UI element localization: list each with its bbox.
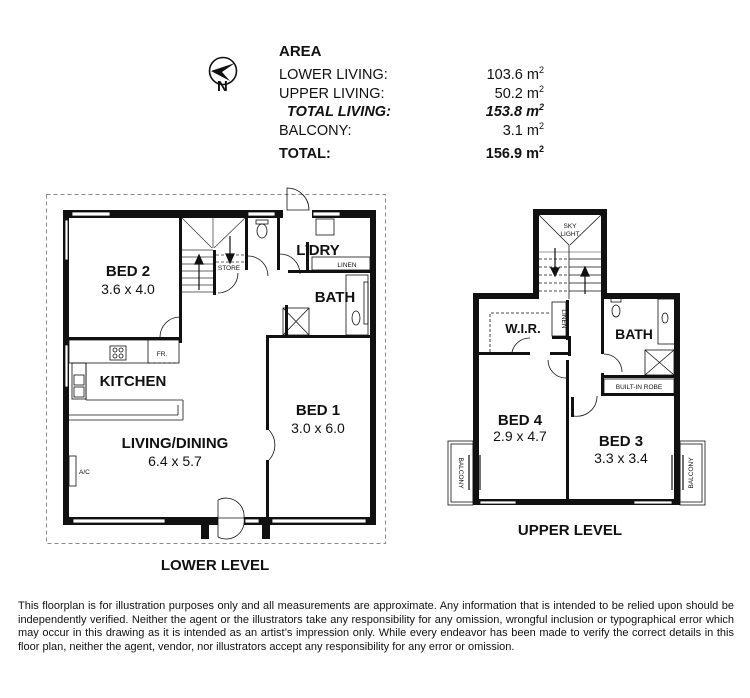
- area-summary: AREA LOWER LIVING: 103.6 m2 UPPER LIVING…: [279, 43, 544, 164]
- label-balcony-left: BALCONY: [457, 457, 464, 489]
- label-linen-upper: LINEN: [560, 309, 567, 328]
- room-label-bed2: BED 2: [106, 263, 150, 280]
- lower-level-plan: BED 2 3.6 x 4.0 KITCHEN LIVING/DINING 6.…: [46, 187, 386, 574]
- label-linen-lower: LINEN: [337, 262, 356, 269]
- label-fridge: FR.: [157, 351, 168, 358]
- upper-level-title: UPPER LEVEL: [518, 522, 622, 539]
- label-balcony-right: BALCONY: [688, 457, 695, 489]
- room-dim-bed2: 3.6 x 4.0: [101, 281, 155, 297]
- label-skylight-1: SKY: [563, 223, 577, 230]
- area-row-total-living: TOTAL LIVING: 153.8 m2: [287, 102, 544, 121]
- room-dim-bed3: 3.3 x 3.4: [594, 450, 648, 466]
- room-label-wir: W.I.R.: [505, 321, 540, 336]
- room-label-bed1: BED 1: [296, 402, 340, 419]
- room-label-kitchen: KITCHEN: [100, 373, 167, 390]
- label-skylight-2: LIGHT: [560, 231, 579, 238]
- upper-level-plan: SKY LIGHT W.I.R. LINEN BATH BUILT-IN ROB…: [447, 209, 706, 539]
- room-dim-bed4: 2.9 x 4.7: [493, 428, 547, 444]
- room-label-bed4: BED 4: [498, 412, 543, 429]
- area-title: AREA: [279, 43, 322, 60]
- label-built-in-robe: BUILT-IN ROBE: [616, 384, 663, 391]
- area-row-lower-living: LOWER LIVING: 103.6 m2: [279, 65, 544, 84]
- room-label-bed3: BED 3: [599, 433, 643, 450]
- area-row-balcony: BALCONY: 3.1 m2: [279, 120, 544, 139]
- room-dim-bed1: 3.0 x 6.0: [291, 420, 345, 436]
- room-label-bath-upper: BATH: [615, 326, 653, 342]
- room-label-living: LIVING/DINING: [122, 435, 229, 452]
- disclaimer-text: This floorplan is for illustration purpo…: [18, 600, 734, 653]
- room-label-bath-lower: BATH: [315, 289, 356, 306]
- label-ac: A/C: [79, 469, 90, 476]
- label-store: STORE: [218, 265, 241, 272]
- north-label: N: [217, 78, 228, 95]
- lower-level-title: LOWER LEVEL: [161, 557, 269, 574]
- room-label-laundry: L’DRY: [296, 242, 340, 259]
- area-row-total: TOTAL: 156.9 m2: [279, 144, 544, 163]
- north-arrow-icon: [208, 56, 238, 86]
- room-dim-living: 6.4 x 5.7: [148, 453, 202, 469]
- area-row-upper-living: UPPER LIVING: 50.2 m2: [279, 83, 544, 102]
